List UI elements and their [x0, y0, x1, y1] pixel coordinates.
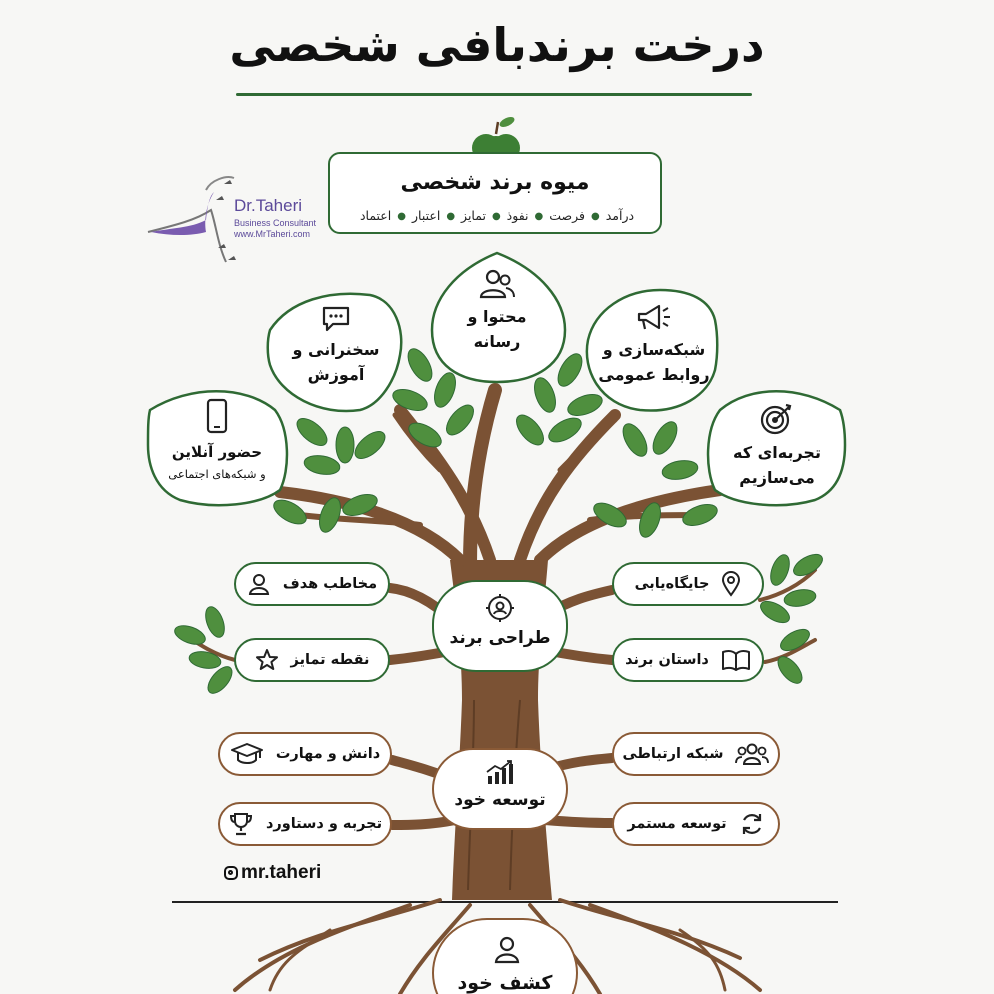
pill-label: دانش و مهارت — [275, 746, 381, 762]
location-pin-icon — [722, 571, 741, 597]
branch-speaking: سخنرانی و آموزش — [272, 305, 400, 387]
fruit-item: تمایز — [461, 208, 486, 223]
fruit-item: درآمد — [605, 208, 635, 223]
brand-design-label: طراحی برند — [449, 628, 551, 648]
branch-boxes — [146, 251, 847, 507]
branch-label: شبکه‌سازی و — [602, 340, 706, 359]
trophy-icon — [229, 813, 252, 836]
pill-differentiation: نقطه تمایز — [234, 638, 390, 682]
growth-chart-icon — [486, 760, 513, 784]
person-icon — [494, 936, 520, 964]
self-development-hub: توسعه خود — [432, 748, 568, 830]
branch-networking-pr: شبکه‌سازی و روابط عمومی — [590, 303, 718, 387]
refresh-icon — [742, 814, 761, 834]
branch-label: تجربه‌ای که — [733, 443, 821, 462]
title-underline — [236, 93, 752, 96]
pill-label: جایگاه‌یابی — [634, 576, 710, 592]
self-development-label: توسعه خود — [454, 790, 546, 810]
people-icon — [479, 269, 515, 299]
pill-label: تجربه و دستاورد — [265, 816, 383, 832]
star-icon — [255, 649, 278, 670]
fruit-item: نفوذ — [506, 208, 529, 223]
branch-label: آموزش — [307, 365, 365, 384]
pill-achievement: تجربه و دستاورد — [218, 802, 392, 846]
branch-label: روابط عمومی — [598, 365, 710, 384]
pill-story: داستان برند — [612, 638, 764, 682]
pill-label: داستان برند — [625, 652, 709, 668]
pill-label: نقطه تمایز — [290, 652, 370, 668]
group-icon — [735, 743, 770, 765]
branch-label: محتوا و — [467, 307, 527, 326]
root-box: کشف خود — [432, 918, 578, 994]
target-person-icon — [486, 594, 514, 622]
pill-knowledge: دانش و مهارت — [218, 732, 392, 776]
roots — [233, 898, 762, 994]
chat-icon — [322, 306, 350, 332]
pill-label: شبکه ارتباطی — [622, 746, 724, 762]
pill-positioning: جایگاه‌یابی — [612, 562, 764, 606]
branch-online: حضور آنلاین و شبکه‌های اجتماعی — [152, 398, 282, 483]
root-label: کشف خود — [457, 972, 553, 994]
leaves — [174, 348, 823, 694]
fruit-title: میوه برند شخصی — [400, 170, 590, 195]
megaphone-icon — [637, 304, 670, 330]
logo-name: Dr.Taheri — [234, 196, 303, 215]
target-icon — [760, 403, 792, 435]
branch-label: رسانه — [473, 332, 521, 351]
pill-label: توسعه مستمر — [627, 816, 727, 832]
fruit-item: اعتماد — [359, 208, 392, 223]
pill-continuous: توسعه مستمر — [612, 802, 780, 846]
branch-label: و شبکه‌های اجتماعی — [168, 467, 266, 481]
instagram-handle: mr.taheri — [224, 862, 321, 884]
page-title: درخت برندبافی شخصی — [229, 18, 765, 72]
logo-url: www.MrTaheri.com — [234, 229, 311, 239]
branch-experience: تجربه‌ای که می‌سازیم — [712, 402, 842, 490]
pill-label: مخاطب هدف — [282, 576, 378, 592]
book-icon — [721, 649, 750, 671]
fruit-items: اعتماد● اعتبار● تمایز● نفوذ● فرصت● درآمد — [338, 208, 656, 226]
pill-network: شبکه ارتباطی — [612, 732, 780, 776]
branch-label: می‌سازیم — [739, 468, 815, 487]
phone-icon — [206, 398, 228, 434]
branch-content-media: محتوا و رسانه — [432, 268, 562, 354]
pill-audience: مخاطب هدف — [234, 562, 390, 606]
brand-logo: Dr.Taheri Business Consultant www.MrTahe… — [146, 170, 326, 270]
logo-subtitle: Business Consultant — [234, 218, 317, 228]
fruit-item: اعتبار — [411, 208, 441, 223]
fruit-item: فرصت — [549, 208, 585, 223]
bird-logo-icon — [147, 176, 236, 263]
person-icon — [248, 574, 270, 595]
instagram-icon — [224, 866, 238, 880]
graduation-cap-icon — [230, 743, 263, 764]
brand-design-hub: طراحی برند — [432, 580, 568, 672]
handle-text: mr.taheri — [241, 862, 322, 883]
branch-label: حضور آنلاین — [171, 443, 263, 461]
fruit-box: میوه برند شخصی اعتماد● اعتبار● تمایز● نف… — [328, 152, 662, 234]
branch-label: سخنرانی و — [292, 340, 380, 359]
